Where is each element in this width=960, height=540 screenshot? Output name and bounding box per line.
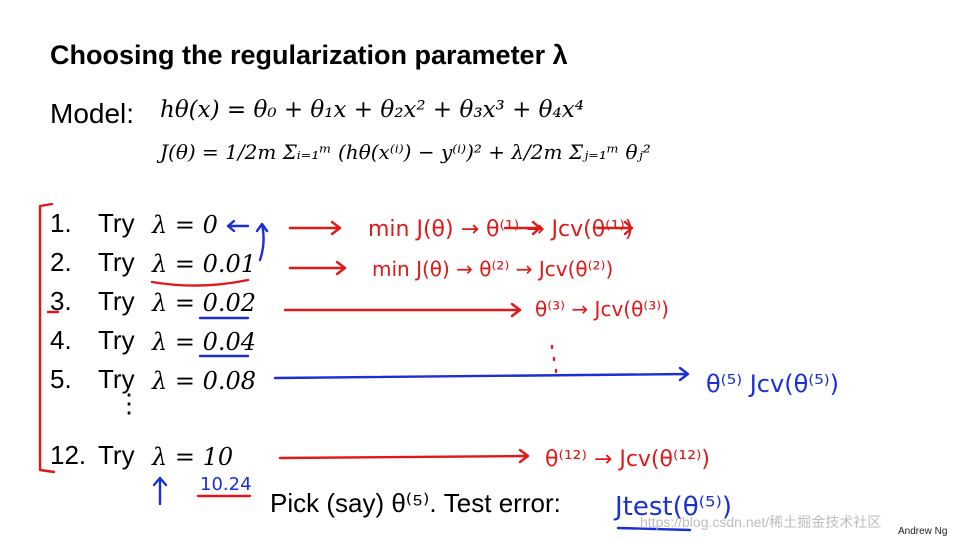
cost-function-equation: J(θ) = 1/2m Σᵢ₌₁ᵐ (hθ(x⁽ⁱ⁾) − y⁽ⁱ⁾)² + λ…	[160, 140, 651, 164]
trial-try-12: Try	[98, 440, 135, 470]
bracket-stroke	[38, 202, 56, 474]
trial-try-4: Try	[98, 325, 135, 355]
row1-curl-arrow	[255, 222, 269, 262]
watermark-text: https://blog.csdn.net/稀土掘金技术社区	[640, 514, 882, 530]
trial-lambda-12: λ = 10	[152, 443, 234, 471]
trial-lambda-1: λ = 0	[152, 211, 218, 239]
lambda-note: 10.24	[200, 474, 252, 495]
trial-number-12: 12.	[50, 440, 87, 470]
trial-number-5: 5.	[50, 364, 72, 394]
trial-try-5: Try	[98, 364, 135, 394]
model-label: Model:	[50, 98, 135, 129]
trial-number-4: 4.	[50, 325, 72, 355]
pick-test-error-text: Pick (say) θ⁽⁵⁾. Test error:	[270, 488, 561, 518]
row2-underline	[150, 278, 250, 287]
author-credit: Andrew Ng	[898, 526, 948, 537]
row5-blue-text: θ⁽⁵⁾ Jcv(θ⁽⁵⁾)	[706, 370, 839, 398]
trial-number-2: 2.	[50, 247, 72, 277]
test-error-underline	[616, 526, 692, 532]
row12-red-text: θ⁽¹²⁾ → Jcv(θ⁽¹²⁾)	[545, 447, 710, 472]
trial-try-3: Try	[98, 286, 135, 316]
row1-arrow-a	[288, 220, 342, 236]
trial-lambda-3: λ = 0.02	[152, 289, 257, 317]
trial-try-1: Try	[98, 208, 135, 238]
trial-number-3: 3.	[50, 286, 72, 316]
dots-mark	[550, 344, 558, 374]
trial-number-1: 1.	[50, 208, 72, 238]
row12-arrow	[278, 448, 530, 464]
row1-arrow-c	[596, 220, 634, 236]
row3-arrow	[283, 302, 522, 318]
row5-arrow	[273, 366, 690, 382]
row1-arrow-b	[503, 220, 542, 236]
row1-red-text-1: min J(θ) → θ⁽¹⁾ → Jcv(θ⁽¹⁾)	[368, 217, 633, 242]
row2-red-text: min J(θ) → θ⁽²⁾ → Jcv(θ⁽²⁾)	[372, 257, 613, 281]
hypothesis-equation: hθ(x) = θ₀ + θ₁x + θ₂x² + θ₃x³ + θ₄x⁴	[160, 97, 584, 123]
slide-title: Choosing the regularization parameter λ	[50, 40, 568, 70]
test-error-text: Jtest(θ⁽⁵⁾)	[613, 492, 732, 522]
lambda-up-arrow	[152, 476, 168, 506]
trial-lambda-2: λ = 0.01	[152, 250, 257, 278]
row2-arrow-a	[288, 260, 347, 276]
row3-red-text: θ⁽³⁾ → Jcv(θ⁽³⁾)	[535, 297, 669, 321]
trial-try-2: Try	[98, 247, 135, 277]
trial-lambda-4: λ = 0.04	[152, 328, 257, 356]
trial-lambda-5: λ = 0.08	[152, 367, 257, 395]
row1-small-arrow	[226, 219, 250, 233]
